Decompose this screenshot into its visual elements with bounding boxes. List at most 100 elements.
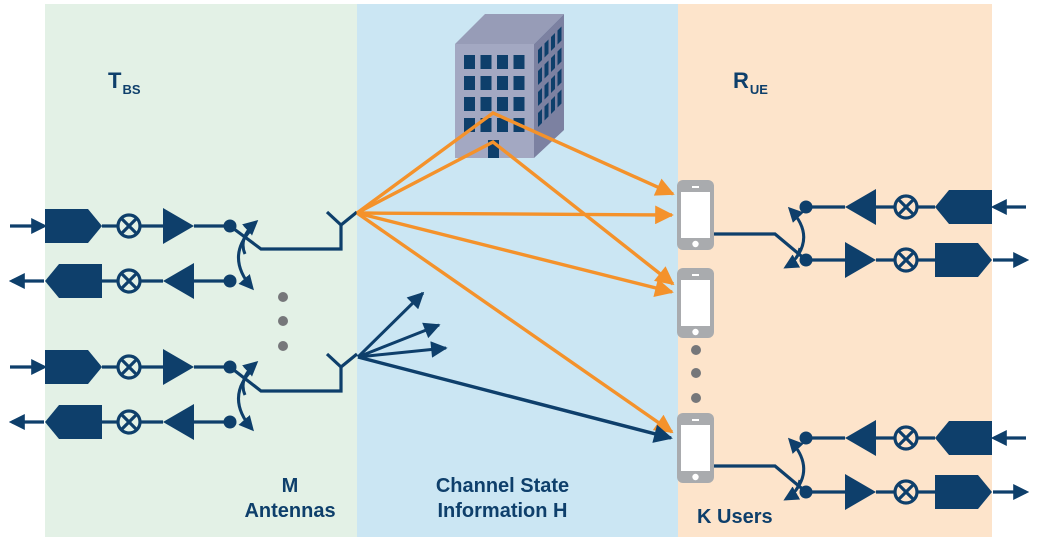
- switch-arc-up: [241, 361, 259, 396]
- building-window: [551, 33, 555, 51]
- building-window: [497, 118, 508, 132]
- smartphone-icon: [677, 413, 714, 483]
- amplifier-icon: [163, 404, 194, 440]
- building-window: [464, 118, 475, 132]
- converter-block-icon: [45, 405, 102, 439]
- phone-speaker: [692, 186, 699, 188]
- building-window: [557, 89, 562, 108]
- phone-speaker: [692, 419, 699, 421]
- reflected-path-arrow: [356, 211, 674, 434]
- user-devices: [677, 180, 714, 483]
- building-window: [513, 97, 525, 111]
- phone-home-button: [692, 240, 699, 248]
- propagation-paths: [355, 111, 675, 443]
- building-window: [544, 39, 549, 58]
- antenna-icon: [325, 210, 359, 227]
- building-window: [464, 97, 475, 111]
- building-window: [480, 118, 492, 132]
- base-station-chains: [8, 208, 359, 440]
- converter-block-icon: [935, 243, 992, 277]
- scattered-beam-arrow: [357, 322, 441, 359]
- rf-switch-icon: [714, 437, 808, 501]
- bs-caption-line1: M: [281, 475, 299, 497]
- ue-caption: K Users: [697, 505, 773, 530]
- mixer-icon: [116, 354, 142, 380]
- bs-caption: M Antennas: [225, 474, 355, 524]
- building-window: [464, 76, 475, 90]
- building-window: [544, 81, 549, 100]
- building-window: [480, 97, 492, 111]
- building-window: [544, 102, 549, 121]
- phone-speaker: [692, 274, 699, 276]
- switch-arc-up: [241, 220, 259, 255]
- feed-line: [714, 464, 808, 494]
- ue-label: RUE: [733, 68, 768, 97]
- converter-block-icon: [935, 475, 992, 509]
- building-window: [538, 67, 542, 85]
- channel-caption-line1: Channel State: [435, 475, 570, 497]
- building-window: [513, 76, 525, 90]
- building-window: [538, 46, 542, 64]
- phone-screen: [681, 192, 710, 238]
- reflected-path-arrow: [355, 111, 675, 215]
- switch-arc-down: [783, 479, 802, 501]
- converter-block-icon: [45, 350, 102, 384]
- amplifier-icon: [845, 242, 876, 278]
- building-window: [544, 60, 549, 79]
- converter-block-icon: [45, 209, 102, 243]
- building-window: [464, 55, 475, 69]
- amplifier-icon: [163, 263, 194, 299]
- channel-caption: Channel State Information H: [400, 474, 605, 524]
- building-window: [551, 96, 555, 114]
- bs-vertical-dots-icon: [278, 292, 288, 351]
- converter-block-icon: [45, 264, 102, 298]
- feed-line: [714, 232, 808, 262]
- ue-vertical-dots-icon: [691, 345, 701, 403]
- building-window: [538, 109, 542, 127]
- converter-block-icon: [935, 421, 992, 455]
- switch-node: [223, 274, 237, 288]
- rf-switch-icon: [229, 361, 343, 432]
- amplifier-icon: [163, 208, 194, 244]
- bs-caption-line2: Antennas: [244, 500, 336, 522]
- building-window: [480, 55, 492, 69]
- building-icon: [455, 14, 564, 158]
- amplifier-icon: [163, 349, 194, 385]
- bs-label-sub: BS: [122, 82, 141, 97]
- bs-chain-1: [8, 208, 359, 299]
- reflected-path-arrow: [356, 139, 675, 286]
- phone-home-button: [692, 328, 699, 336]
- ue-chain-1: [714, 189, 1030, 278]
- smartphone-icon: [677, 268, 714, 338]
- ue-label-main: R: [733, 68, 749, 93]
- rf-switch-icon: [714, 206, 808, 269]
- building-window: [557, 47, 562, 66]
- building-window: [551, 75, 555, 93]
- direct-path-arrow: [357, 355, 673, 443]
- bs-label: TBS: [108, 68, 141, 97]
- building-window: [497, 97, 508, 111]
- scattered-beam-arrow: [357, 341, 448, 359]
- ue-caption-text: K Users: [697, 506, 773, 528]
- user-equipment-chains: [714, 189, 1030, 510]
- scattered-beam-arrow: [356, 291, 425, 359]
- building-window: [480, 76, 492, 90]
- switch-node: [223, 415, 237, 429]
- channel-caption-line2: Information H: [437, 500, 568, 522]
- building-window: [551, 54, 555, 72]
- smartphone-icon: [677, 180, 714, 250]
- switch-arc-down: [783, 247, 802, 269]
- phone-screen: [681, 425, 710, 471]
- ue-chain-2: [714, 420, 1030, 510]
- building-window: [557, 68, 562, 87]
- bs-label-main: T: [108, 68, 122, 93]
- bs-chain-2: [8, 349, 359, 440]
- antenna-icon: [325, 352, 359, 369]
- amplifier-icon: [845, 189, 876, 225]
- building-window: [538, 88, 542, 106]
- reflected-path-arrow: [356, 211, 674, 297]
- reflected-path-arrow: [356, 205, 674, 225]
- amplifier-icon: [845, 474, 876, 510]
- amplifier-icon: [845, 420, 876, 456]
